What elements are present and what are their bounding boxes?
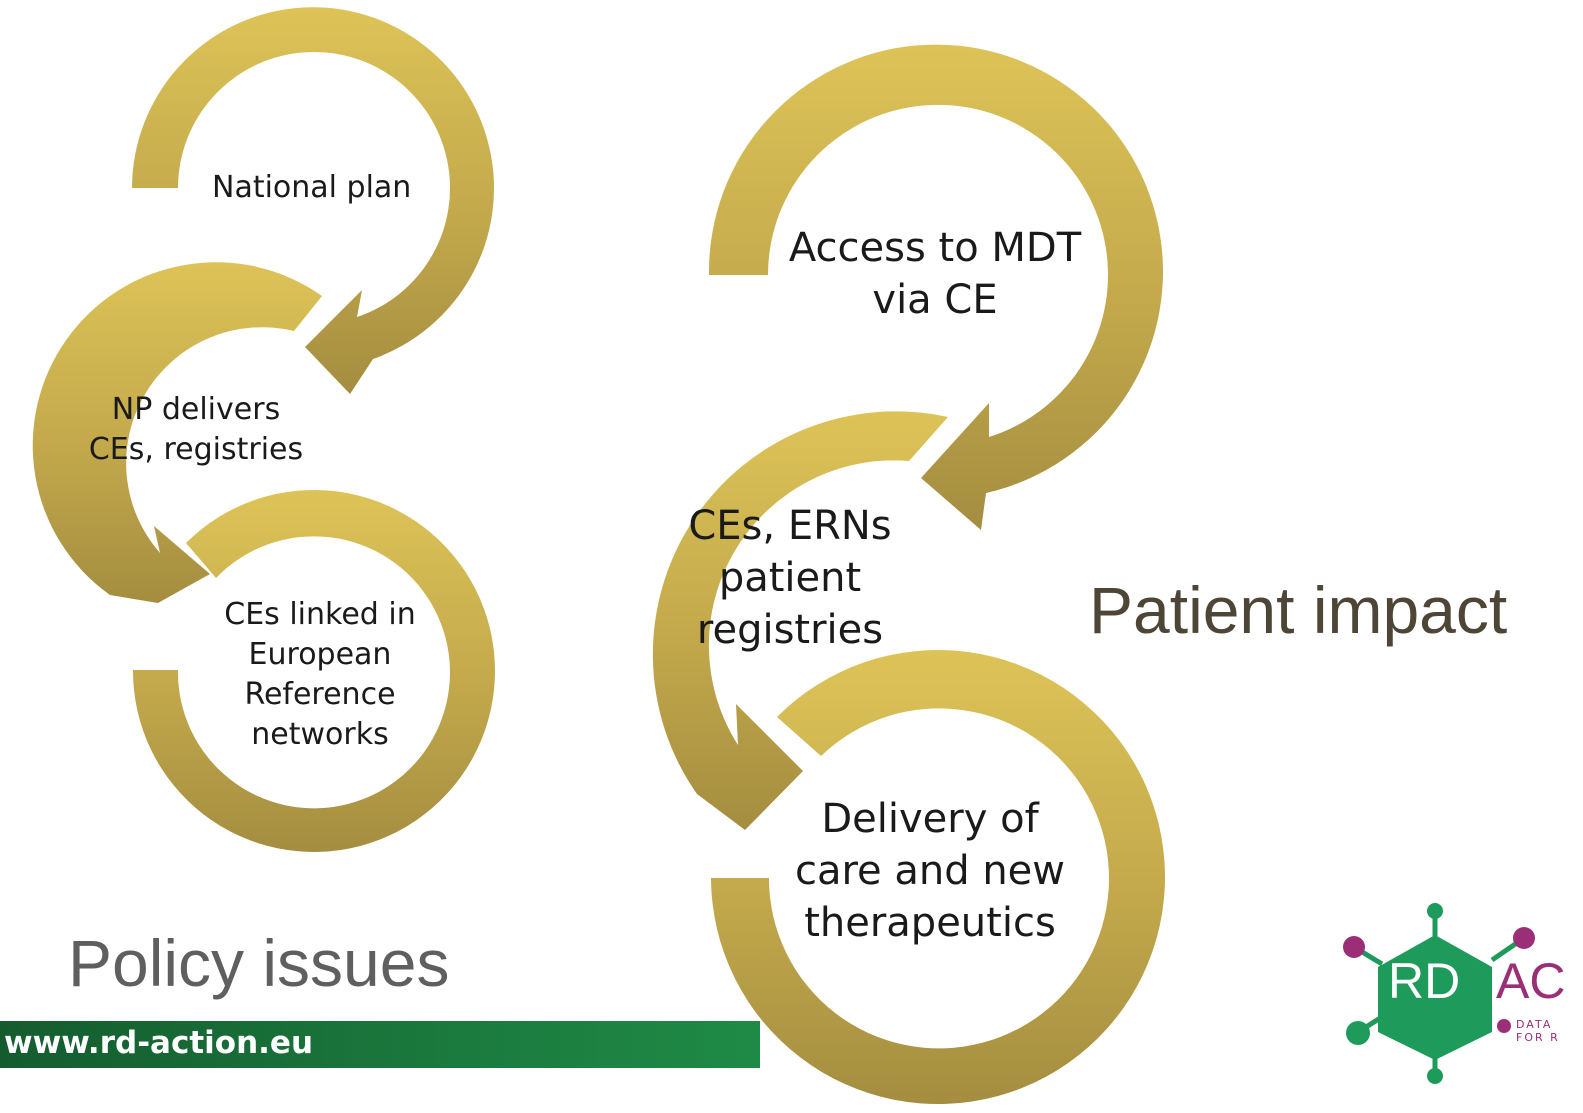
- step-label: NP delivers: [111, 392, 281, 427]
- step-label: Access to MDT: [788, 225, 1082, 271]
- logo-ac-text: AC: [1496, 953, 1566, 1009]
- logo-subtitle-line1: DATA: [1516, 1018, 1553, 1031]
- step-label: registries: [696, 607, 884, 653]
- step-label: National plan: [212, 170, 412, 205]
- patient-impact-heading: Patient impact: [1089, 573, 1508, 647]
- rd-action-logo: RD AC DATA FOR R: [1330, 900, 1583, 1090]
- step-label: via CE: [872, 277, 998, 323]
- website-link[interactable]: www.rd-action.eu: [4, 1025, 314, 1061]
- step-ces-erns: CEs, ERNs patient registries: [680, 500, 900, 656]
- logo-rd-text: RD: [1388, 953, 1461, 1009]
- step-label: CEs, ERNs: [688, 503, 892, 549]
- step-label: therapeutics: [804, 900, 1056, 946]
- step-label: patient: [718, 555, 862, 601]
- policy-issues-heading: Policy issues: [68, 926, 450, 1000]
- step-label: European: [248, 637, 392, 672]
- url-bar: www.rd-action.eu: [0, 1021, 760, 1068]
- step-label: Reference: [244, 677, 396, 712]
- arc-ces-erns: [652, 411, 948, 830]
- step-label: care and new: [794, 848, 1066, 894]
- logo-subtitle-line2: FOR R: [1516, 1031, 1560, 1044]
- step-np-delivers: NP delivers CEs, registries: [86, 390, 306, 470]
- step-delivery-care: Delivery of care and new therapeutics: [785, 793, 1075, 949]
- step-ces-linked: CEs linked in European Reference network…: [215, 595, 425, 755]
- arc-np-delivers: [32, 262, 323, 603]
- step-label: Delivery of: [821, 796, 1039, 842]
- step-label: CEs, registries: [88, 432, 304, 467]
- step-label: CEs linked in: [224, 597, 416, 632]
- arc-national-plan: [132, 7, 494, 394]
- step-national-plan: National plan: [212, 168, 411, 208]
- arc-access-mdt: [708, 44, 1163, 530]
- logo-molecule-icon: [1343, 903, 1535, 1084]
- step-access-mdt: Access to MDT via CE: [770, 222, 1100, 326]
- step-label: networks: [251, 717, 389, 752]
